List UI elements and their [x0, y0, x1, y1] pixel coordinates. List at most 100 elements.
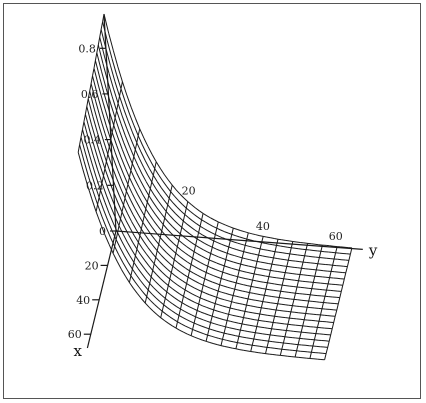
- mesh-line-y11: [269, 263, 273, 271]
- mesh-line-x3: [167, 204, 172, 210]
- mesh-line-x2: [114, 81, 120, 97]
- mesh-line-y16: [348, 253, 351, 261]
- mesh-line-x8: [183, 258, 188, 263]
- mesh-line-x0: [195, 207, 200, 212]
- mesh-line-x12: [133, 235, 139, 243]
- mesh-line-x18: [168, 322, 173, 327]
- mesh-line-x13: [280, 322, 285, 325]
- mesh-line-y2: [118, 218, 121, 226]
- mesh-line-x2: [263, 249, 268, 251]
- mesh-line-x2: [119, 95, 125, 110]
- mesh-line-x16: [235, 335, 240, 337]
- mesh-line-x15: [225, 326, 230, 329]
- mesh-line-x12: [203, 298, 208, 302]
- mesh-line-y6: [199, 219, 203, 227]
- mesh-line-x2: [160, 187, 166, 194]
- mesh-line-y9: [232, 289, 236, 296]
- y-tick-label: 40: [256, 220, 270, 233]
- mesh-line-x16: [151, 293, 157, 299]
- mesh-line-x8: [205, 272, 211, 275]
- mesh-line-x1: [283, 246, 288, 248]
- mesh-line-y1: [113, 117, 116, 126]
- mesh-line-x5: [191, 242, 196, 246]
- mesh-line-x5: [259, 267, 264, 270]
- mesh-line-y8: [225, 253, 228, 260]
- mesh-line-x13: [206, 306, 211, 310]
- mesh-line-x2: [237, 242, 242, 245]
- mesh-line-x1: [133, 125, 139, 136]
- mesh-line-x11: [253, 306, 258, 308]
- mesh-line-y5: [173, 253, 177, 260]
- mesh-line-y1: [117, 96, 120, 104]
- mesh-line-x6: [138, 187, 144, 196]
- mesh-line-x8: [135, 201, 141, 210]
- mesh-line-x14: [197, 310, 202, 313]
- mesh-line-x0: [221, 223, 226, 226]
- mesh-line-x3: [236, 249, 241, 252]
- mesh-line-x0: [139, 128, 145, 139]
- mesh-line-x11: [182, 280, 187, 285]
- mesh-line-x0: [103, 13, 110, 34]
- mesh-line-y13: [301, 261, 304, 269]
- mesh-line-y7: [205, 266, 209, 273]
- mesh-line-x2: [140, 151, 146, 161]
- mesh-line-y5: [163, 298, 166, 305]
- mesh-line-x12: [196, 295, 201, 299]
- mesh-line-x13: [156, 274, 161, 279]
- mesh-line-x4: [157, 200, 163, 207]
- mesh-line-y13: [291, 299, 295, 306]
- mesh-line-x1: [182, 204, 187, 209]
- mesh-line-x6: [220, 264, 225, 267]
- mesh-line-x1: [212, 225, 218, 229]
- mesh-line-x4: [238, 256, 243, 259]
- mesh-line-x8: [179, 255, 184, 260]
- mesh-line-y7: [198, 297, 201, 305]
- mesh-line-x13: [202, 305, 207, 308]
- axes: [83, 13, 363, 349]
- mesh-line-y10: [252, 273, 255, 281]
- mesh-line-x6: [178, 240, 183, 244]
- mesh-line-y16: [342, 278, 345, 286]
- mesh-line-x14: [226, 320, 231, 322]
- mesh-line-x17: [226, 339, 231, 342]
- mesh-line-x1: [141, 144, 148, 154]
- mesh-line-y13: [304, 249, 307, 256]
- mesh-line-x7: [263, 281, 268, 284]
- mesh-line-x8: [265, 288, 270, 291]
- mesh-line-x1: [261, 242, 266, 244]
- mesh-line-x18: [137, 293, 142, 299]
- mesh-line-y7: [208, 253, 212, 261]
- mesh-line-y9: [240, 257, 243, 265]
- mesh-line-x1: [246, 238, 251, 241]
- mesh-line-x7: [145, 208, 151, 216]
- mesh-line-x11: [190, 285, 195, 289]
- mesh-line-x4: [165, 211, 171, 217]
- mesh-line-y0: [100, 21, 104, 30]
- mesh-line-x10: [210, 287, 215, 291]
- mesh-line-y12: [281, 278, 285, 286]
- mesh-line-x3: [130, 139, 136, 150]
- mesh-line-x10: [285, 304, 289, 306]
- mesh-line-x3: [117, 103, 123, 117]
- mesh-line-x2: [184, 214, 190, 219]
- mesh-line-x11: [231, 301, 236, 304]
- mesh-line-x4: [97, 44, 104, 64]
- mesh-line-x16: [208, 328, 214, 331]
- mesh-line-x12: [161, 271, 167, 277]
- mesh-line-y15: [318, 314, 321, 322]
- mesh-line-x13: [98, 162, 104, 176]
- mesh-line-x6: [216, 262, 221, 265]
- mesh-line-x3: [265, 256, 270, 258]
- mesh-line-y6: [198, 226, 201, 233]
- mesh-line-x5: [233, 261, 238, 264]
- mesh-line-y4: [156, 244, 160, 251]
- mesh-line-x5: [202, 249, 208, 253]
- mesh-line-x2: [256, 247, 261, 250]
- mesh-line-y1: [114, 110, 118, 119]
- mesh-line-x13: [140, 254, 146, 261]
- mesh-line-x11: [167, 268, 172, 273]
- mesh-line-y14: [309, 288, 313, 295]
- mesh-line-x1: [291, 247, 296, 249]
- mesh-line-x10: [152, 245, 158, 252]
